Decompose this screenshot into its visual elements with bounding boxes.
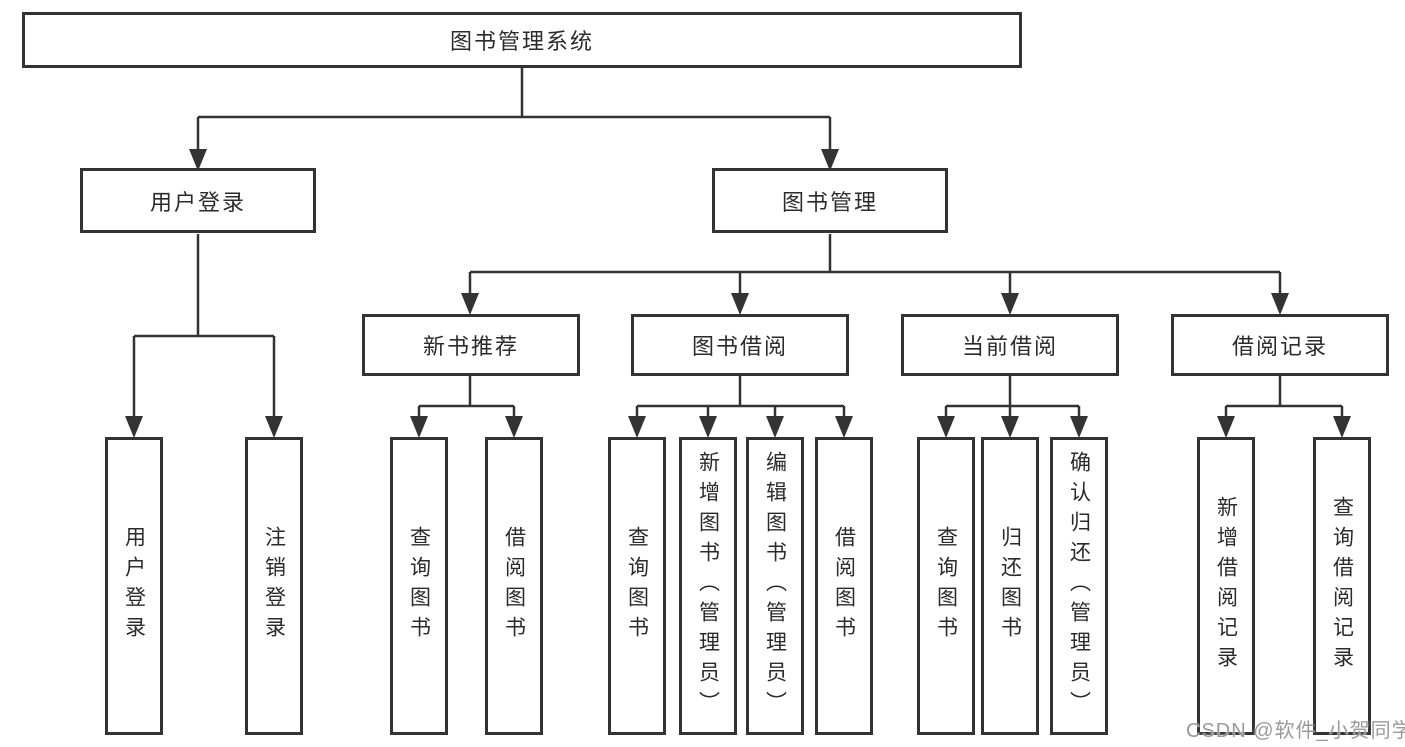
node-book-borrowing: 图书借阅 xyxy=(631,314,849,376)
leaf-return-books-label: 归还图书 xyxy=(998,526,1022,646)
leaf-recommend-borrow-books: 借阅图书 xyxy=(485,437,543,735)
leaf-current-query-books-label: 查询图书 xyxy=(934,526,958,646)
leaf-logout: 注销登录 xyxy=(245,437,303,735)
csdn-watermark: CSDN @软件_小贺同学 xyxy=(1186,720,1405,742)
leaf-edit-books-admin: 编辑图书（管理员） xyxy=(746,437,804,735)
arrowhead xyxy=(1333,416,1351,438)
leaf-borrowing-borrow-books: 借阅图书 xyxy=(815,437,873,735)
node-book-management: 图书管理 xyxy=(712,168,948,233)
leaf-query-borrow-record: 查询借阅记录 xyxy=(1313,437,1371,735)
node-book-management-label: 图书管理 xyxy=(781,189,878,215)
node-root-label: 图书管理系统 xyxy=(449,29,594,54)
arrowhead xyxy=(1271,293,1289,315)
leaf-add-borrow-record-label: 新增借阅记录 xyxy=(1214,496,1238,676)
arrowhead xyxy=(699,416,717,438)
leaf-user-login: 用户登录 xyxy=(105,437,163,735)
leaf-recommend-query-books-label: 查询图书 xyxy=(407,526,431,646)
leaf-return-books: 归还图书 xyxy=(981,437,1039,735)
node-current-borrowing: 当前借阅 xyxy=(901,314,1119,376)
node-book-borrowing-label: 图书借阅 xyxy=(691,334,788,359)
arrowhead xyxy=(1070,416,1088,438)
arrowhead xyxy=(628,416,646,438)
leaf-borrowing-query-books: 查询图书 xyxy=(608,437,666,735)
node-user-login: 用户登录 xyxy=(80,168,316,233)
arrowhead xyxy=(1217,416,1235,438)
arrowhead xyxy=(766,416,784,438)
arrowhead xyxy=(1001,293,1019,315)
leaf-query-borrow-record-label: 查询借阅记录 xyxy=(1330,496,1354,676)
leaf-logout-label: 注销登录 xyxy=(262,526,286,646)
leaf-recommend-query-books: 查询图书 xyxy=(390,437,448,735)
node-root: 图书管理系统 xyxy=(22,12,1022,68)
leaf-confirm-return-admin-label: 确认归还（管理员） xyxy=(1067,451,1091,721)
node-current-borrowing-label: 当前借阅 xyxy=(961,334,1058,359)
arrowhead xyxy=(937,416,955,438)
leaf-borrowing-borrow-books-label: 借阅图书 xyxy=(832,526,856,646)
arrowhead xyxy=(1001,416,1019,438)
leaf-add-books-admin: 新增图书（管理员） xyxy=(679,437,737,735)
leaf-current-query-books: 查询图书 xyxy=(917,437,975,735)
node-new-book-recommendation-label: 新书推荐 xyxy=(422,334,519,359)
leaf-borrowing-query-books-label: 查询图书 xyxy=(625,526,649,646)
arrowhead xyxy=(125,416,143,438)
leaf-edit-books-admin-label: 编辑图书（管理员） xyxy=(763,451,787,721)
leaf-confirm-return-admin: 确认归还（管理员） xyxy=(1050,437,1108,735)
leaf-user-login-label: 用户登录 xyxy=(122,526,146,646)
leaf-add-borrow-record: 新增借阅记录 xyxy=(1197,437,1255,735)
arrowhead xyxy=(505,416,523,438)
node-new-book-recommendation: 新书推荐 xyxy=(362,314,580,376)
leaf-recommend-borrow-books-label: 借阅图书 xyxy=(502,526,526,646)
arrowhead xyxy=(835,416,853,438)
leaf-add-books-admin-label: 新增图书（管理员） xyxy=(696,451,720,721)
arrowhead xyxy=(731,293,749,315)
arrowhead xyxy=(410,416,428,438)
arrowhead xyxy=(461,293,479,315)
node-borrowing-records: 借阅记录 xyxy=(1171,314,1389,376)
arrowhead xyxy=(265,416,283,438)
node-borrowing-records-label: 借阅记录 xyxy=(1231,334,1328,359)
node-user-login-label: 用户登录 xyxy=(149,189,246,215)
